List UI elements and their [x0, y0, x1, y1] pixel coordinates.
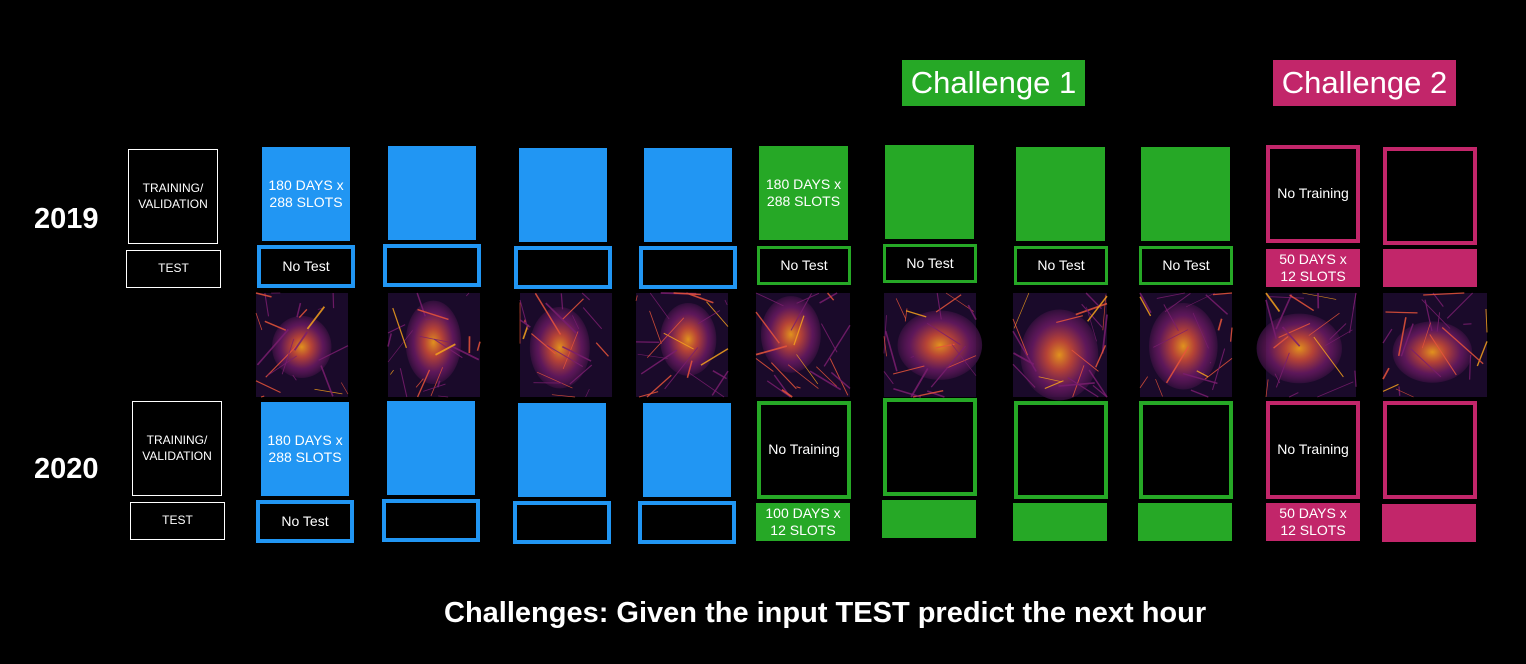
city-8-2020-training	[1139, 401, 1233, 499]
city-map-8	[1139, 292, 1233, 398]
city-6-2020-test	[882, 500, 976, 538]
city-map-6	[883, 292, 983, 398]
city-1-2020-test: No Test	[256, 500, 354, 543]
city-5-2019-training: 180 DAYS x 288 SLOTS	[759, 146, 848, 240]
city-map-10	[1382, 292, 1488, 398]
city-2-2020-training	[387, 401, 475, 495]
city-7-2019-training	[1016, 147, 1105, 241]
city-10-2019-training	[1383, 147, 1477, 245]
city-5-2020-training: No Training	[757, 401, 851, 499]
row-label-training-2020: TRAINING/ VALIDATION	[132, 401, 222, 496]
city-3-2019-test	[514, 246, 612, 289]
city-8-2019-training	[1141, 147, 1230, 241]
city-7-2019-test: No Test	[1014, 246, 1108, 285]
city-1-2019-training: 180 DAYS x 288 SLOTS	[262, 147, 350, 241]
city-6-2019-training	[885, 145, 974, 239]
city-10-2020-training	[1383, 401, 1477, 499]
row-label-test-2019: TEST	[126, 250, 221, 288]
city-map-3	[519, 292, 612, 398]
city-map-1	[255, 292, 349, 398]
city-2-2020-test	[382, 499, 480, 542]
year-2019-label: 2019	[34, 203, 99, 235]
city-3-2020-training	[518, 403, 606, 497]
city-10-2020-test	[1382, 504, 1476, 542]
city-1-2019-test: No Test	[257, 245, 355, 288]
city-9-2019-training: No Training	[1266, 145, 1360, 243]
city-8-2019-test: No Test	[1139, 246, 1233, 285]
city-8-2020-test	[1138, 503, 1232, 541]
city-3-2019-training	[519, 148, 607, 242]
city-5-2019-test: No Test	[757, 246, 851, 285]
city-map-9	[1256, 292, 1357, 398]
city-10-2019-test	[1383, 249, 1477, 287]
city-9-2020-test: 50 DAYS x 12 SLOTS	[1266, 503, 1360, 541]
city-map-7	[1012, 292, 1108, 401]
city-1-2020-training: 180 DAYS x 288 SLOTS	[261, 402, 349, 496]
city-6-2020-training	[883, 398, 977, 496]
row-label-test-2020: TEST	[130, 502, 225, 540]
city-2-2019-test	[383, 244, 481, 287]
footer-caption: Challenges: Given the input TEST predict…	[444, 597, 1207, 629]
city-5-2020-test: 100 DAYS x 12 SLOTS	[756, 503, 850, 541]
city-2-2019-training	[388, 146, 476, 240]
row-label-training-2019: TRAINING/ VALIDATION	[128, 149, 218, 244]
city-4-2019-test	[639, 246, 737, 289]
city-map-4	[635, 292, 729, 398]
city-6-2019-test: No Test	[883, 244, 977, 283]
city-7-2020-training	[1014, 401, 1108, 499]
city-map-2	[387, 292, 481, 398]
year-2020-label: 2020	[34, 453, 99, 485]
city-3-2020-test	[513, 501, 611, 544]
city-7-2020-test	[1013, 503, 1107, 541]
challenge-2-header: Challenge 2	[1273, 60, 1456, 106]
city-map-5	[755, 292, 851, 398]
city-4-2019-training	[644, 148, 732, 242]
city-4-2020-test	[638, 501, 736, 544]
city-9-2019-test: 50 DAYS x 12 SLOTS	[1266, 249, 1360, 287]
city-4-2020-training	[643, 403, 731, 497]
city-9-2020-training: No Training	[1266, 401, 1360, 499]
challenge-1-header: Challenge 1	[902, 60, 1085, 106]
